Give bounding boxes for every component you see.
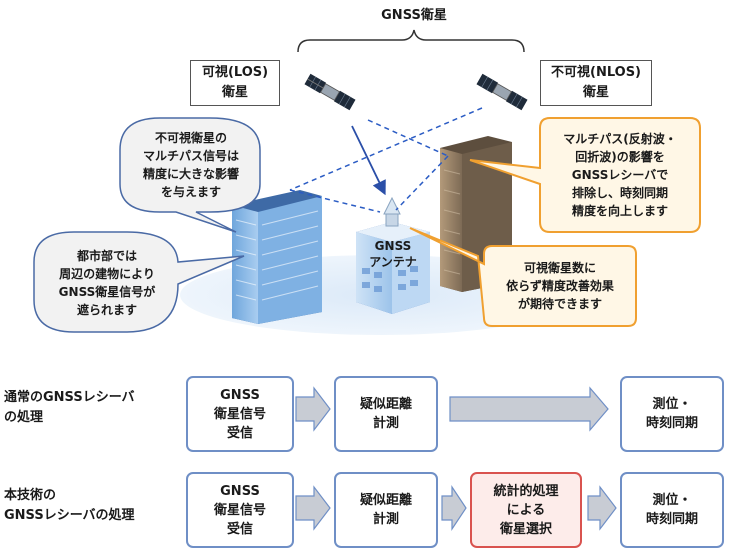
proposed-process-label: 本技術の GNSSレシーバの処理 bbox=[4, 488, 135, 523]
satellite-nlos-icon bbox=[476, 73, 528, 111]
callout-satcount-bubble bbox=[409, 227, 637, 327]
conventional-step-positioning: 測位・ 時刻同期 bbox=[620, 376, 724, 452]
los-satellite-label: 可視(LOS) 衛星 bbox=[190, 60, 280, 106]
callout-nlos-text: 不可視衛星の マルチパス信号は 精度に大きな影響 を与えます bbox=[142, 131, 239, 199]
flow-row1-arrows bbox=[295, 386, 609, 432]
conventional-step-pseudorange: 疑似距離 計測 bbox=[334, 376, 438, 452]
proposed-step-positioning: 測位・ 時刻同期 bbox=[620, 472, 724, 548]
center-building bbox=[356, 222, 430, 314]
callout-satcount-text: 可視衛星数に 依らず精度改善効果 が期待できます bbox=[506, 261, 614, 311]
los-signal-arrow bbox=[351, 125, 386, 196]
callout-urban-text: 都市部では 周辺の建物により GNSS衛星信号が 遮られます bbox=[58, 249, 156, 317]
nlos-signal-paths bbox=[289, 107, 483, 213]
nlos-satellite-label: 不可視(NLOS) 衛星 bbox=[540, 60, 652, 106]
conventional-step-receive: GNSS 衛星信号 受信 bbox=[186, 376, 294, 452]
antenna-icon bbox=[383, 196, 401, 227]
antenna-label: GNSS アンテナ bbox=[369, 239, 417, 269]
header-brace bbox=[297, 29, 525, 53]
conventional-process-label: 通常のGNSSレシーバ の処理 bbox=[4, 390, 135, 425]
callout-multipath-bubble bbox=[469, 117, 701, 233]
callout-nlos-bubble bbox=[119, 117, 261, 233]
header-title: GNSS衛星 bbox=[381, 8, 447, 23]
flow-row2-arrows bbox=[295, 485, 617, 531]
left-building bbox=[232, 190, 322, 324]
callout-urban-bubble bbox=[33, 231, 245, 333]
satellite-los-icon bbox=[304, 73, 356, 111]
callout-multipath-text: マルチパス(反射波・ 回折波)の影響を GNSSレシーバで 排除し、時刻同期 精… bbox=[563, 132, 677, 218]
proposed-step-receive: GNSS 衛星信号 受信 bbox=[186, 472, 294, 548]
proposed-step-pseudorange: 疑似距離 計測 bbox=[334, 472, 438, 548]
proposed-step-satellite-selection: 統計的処理 による 衛星選択 bbox=[470, 472, 582, 548]
